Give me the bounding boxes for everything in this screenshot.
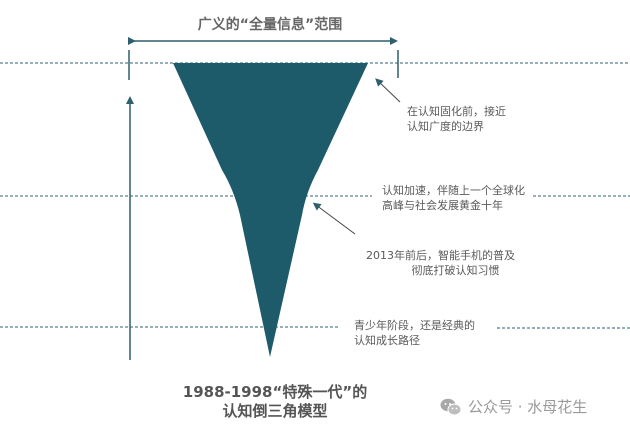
annotation-1-line1: 在认知固化前，接近 bbox=[407, 105, 506, 118]
annotation-3: 2013年前后，智能手机的普及 彻底打破认知习惯 bbox=[366, 248, 515, 278]
diagram-title: 1988-1998“特殊一代”的 认知倒三角模型 bbox=[150, 383, 400, 421]
inverted-triangle-funnel bbox=[173, 63, 368, 357]
watermark-text: 公众号 · 水母花生 bbox=[468, 398, 588, 416]
range-title-text: 广义的“全量信息”范围 bbox=[197, 17, 343, 33]
watermark: 公众号 · 水母花生 bbox=[440, 396, 587, 417]
annotation-1-line2: 认知广度的边界 bbox=[407, 120, 484, 133]
range-title: 广义的“全量信息”范围 bbox=[0, 14, 630, 34]
pointer-arrow-2 bbox=[312, 202, 356, 235]
annotation-1: 在认知固化前，接近 认知广度的边界 bbox=[407, 104, 506, 134]
annotation-2-line2: 高峰与社会发展黄金十年 bbox=[382, 199, 503, 212]
wechat-icon bbox=[440, 398, 462, 415]
annotation-4: 青少年阶段，还是经典的 认知成长路径 bbox=[354, 318, 475, 348]
annotation-4-line1: 青少年阶段，还是经典的 bbox=[354, 319, 475, 332]
annotation-3-line1: 2013年前后，智能手机的普及 bbox=[366, 249, 515, 262]
annotation-2-line1: 认知加速，伴随上一个全球化 bbox=[382, 184, 525, 197]
annotation-4-line2: 认知成长路径 bbox=[354, 334, 420, 347]
pointer-arrow-1 bbox=[375, 78, 401, 103]
annotation-3-line2: 彻底打破认知习惯 bbox=[411, 264, 500, 277]
diagram-title-line1: 1988-1998“特殊一代”的 bbox=[182, 383, 368, 401]
annotation-2: 认知加速，伴随上一个全球化 高峰与社会发展黄金十年 bbox=[382, 183, 525, 213]
diagram-title-line2: 认知倒三角模型 bbox=[222, 402, 328, 420]
